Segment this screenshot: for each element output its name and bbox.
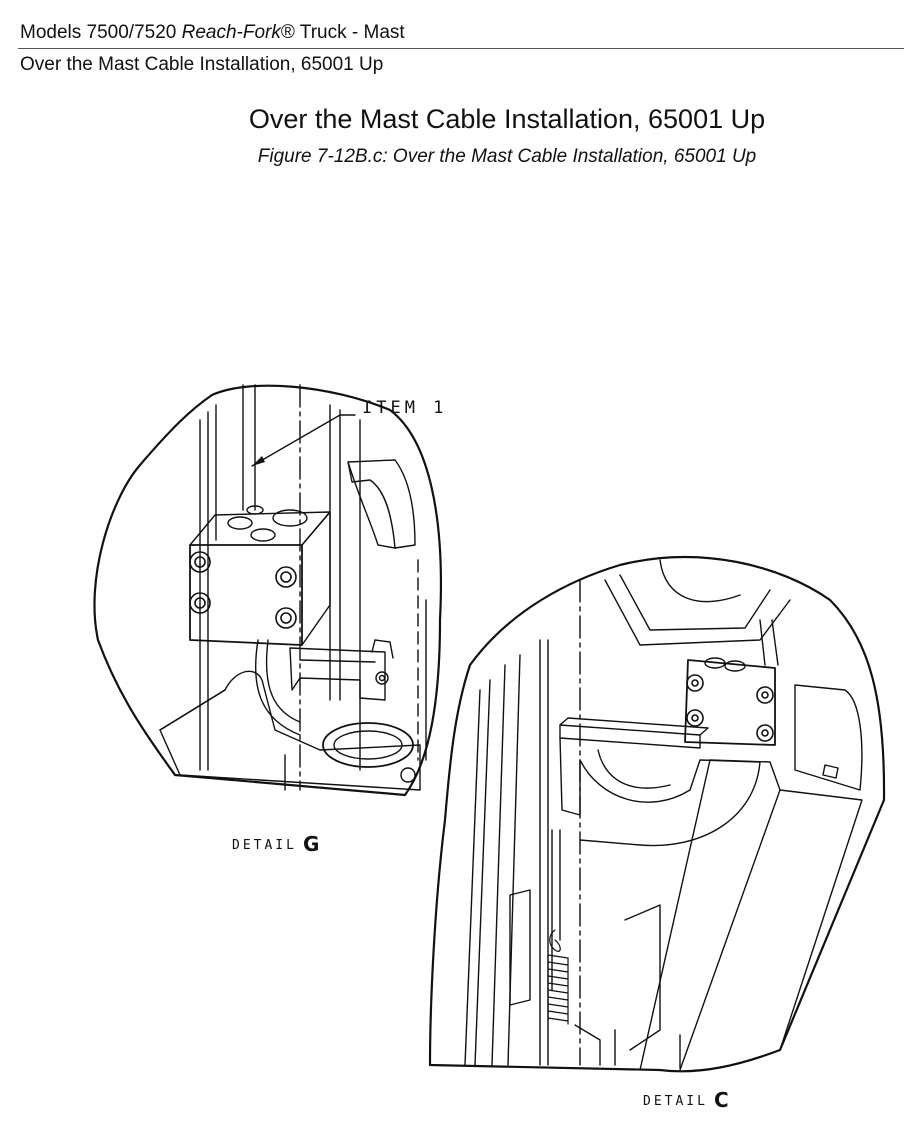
header-model-line: Models 7500/7520 Reach-Fork® Truck - Mas… [20,22,405,44]
detail-c-label: DETAIL C [643,1088,729,1112]
header-model-italic: Reach-Fork [181,22,281,43]
detail-c-letter: C [713,1088,729,1112]
detail-g-drawing [93,384,443,797]
figure-caption: Figure 7-12B.c: Over the Mast Cable Inst… [257,146,757,167]
detail-g-letter: G [302,832,320,856]
header-section: Over the Mast Cable Installation, 65001 … [20,54,384,75]
header-rule [18,48,904,49]
header-model-suffix: ® Truck - Mast [280,22,405,43]
item-1-callout: ITEM 1 [362,398,448,418]
detail-c-word: DETAIL [643,1094,708,1109]
detail-g-label: DETAIL G [232,832,319,856]
detail-c-drawing [428,556,886,1073]
detail-g-word: DETAIL [232,838,297,853]
header-model-prefix: Models 7500/7520 [20,22,182,43]
page-title: Over the Mast Cable Installation, 65001 … [248,104,766,134]
